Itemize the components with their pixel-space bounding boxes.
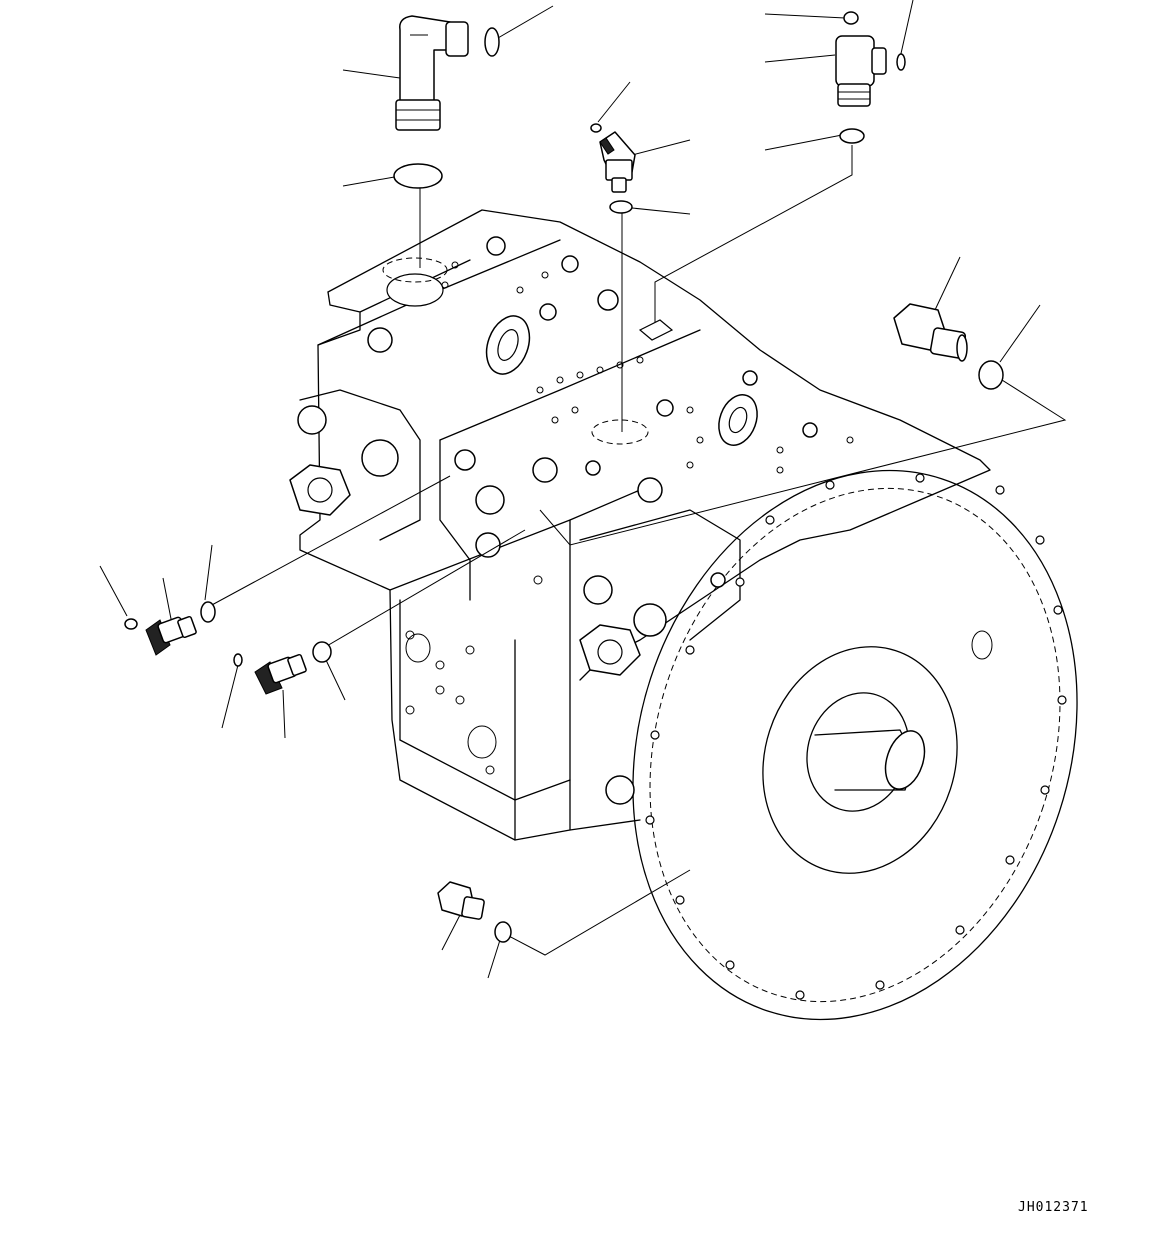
o-ring-large-top[interactable] [393,163,443,189]
elbow-fitting-left-2[interactable] [254,653,307,695]
flange-bolt-holes [645,473,1067,1000]
elbow-fitting-left-1[interactable] [145,615,197,656]
o-ring-bottom[interactable] [494,921,512,943]
o-ring-small-tr2[interactable] [896,53,906,71]
o-ring-tiny-top[interactable] [590,123,602,133]
drawing-code: JH012371 [1018,1200,1089,1215]
o-ring-tr3[interactable] [839,128,865,144]
elbow-pressure-sensor[interactable] [395,15,469,131]
plug-bottom[interactable] [437,881,485,920]
o-ring-top-left[interactable] [484,27,500,57]
o-ring-mid-top[interactable] [609,200,633,214]
o-ring-left-mid[interactable] [200,601,216,623]
o-ring-small-tr1[interactable] [843,11,859,25]
o-ring-left-tiny-2[interactable] [233,653,243,667]
leader-lines [99,0,1067,979]
o-ring-left-tiny[interactable] [124,618,138,630]
o-ring-left-mid-2[interactable] [312,641,332,663]
tee-sensor-top-right[interactable] [835,35,887,107]
elbow-fitting-45-top[interactable] [599,131,636,193]
o-ring-right[interactable] [978,360,1004,390]
plug-right[interactable] [893,303,968,362]
pump-body [289,209,1078,1021]
